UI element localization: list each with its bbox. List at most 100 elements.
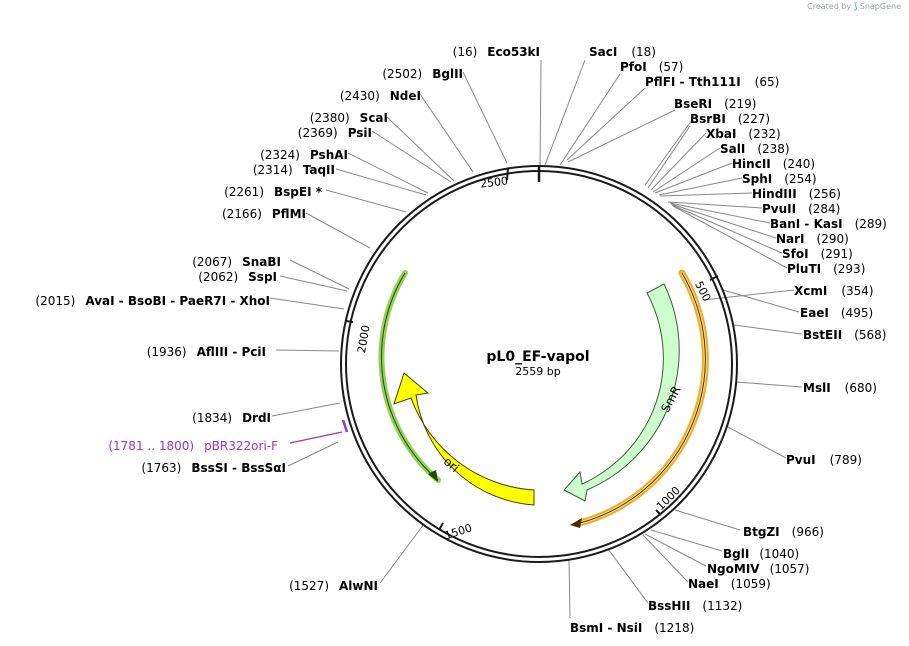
site-name: HindIII bbox=[752, 187, 797, 201]
site-labels: (16)Eco53kI SacI(18) PfoI(57) PflFI - Tt… bbox=[35, 45, 886, 635]
site-name: PvuI bbox=[786, 453, 816, 467]
ori-arrow bbox=[393, 372, 535, 506]
site-name: BtgZI bbox=[743, 525, 780, 539]
site-ndei: (2430)NdeI bbox=[340, 89, 421, 103]
credit-brand: SnapGene bbox=[859, 2, 901, 11]
site-name: PfoI bbox=[620, 60, 647, 74]
plasmid-length: 2559 bp bbox=[515, 365, 560, 378]
site-position: (1218) bbox=[654, 621, 694, 635]
site-position: (289) bbox=[855, 217, 887, 231]
site-name: XcmI bbox=[794, 284, 827, 298]
site-position: (495) bbox=[841, 306, 873, 320]
site-name: BstEII bbox=[803, 328, 842, 342]
site-name: EaeI bbox=[800, 306, 829, 320]
site-position: (1057) bbox=[770, 562, 810, 576]
site-name: BsrBI bbox=[690, 112, 726, 126]
site-name: PshAI bbox=[310, 148, 348, 162]
smr-outline-line bbox=[579, 272, 706, 524]
tick-mark-1000 bbox=[655, 509, 662, 516]
site-snabi: (2067)SnaBI bbox=[192, 255, 281, 269]
site-position: (568) bbox=[854, 328, 886, 342]
site-eaei: EaeI (495) bbox=[800, 306, 873, 320]
site-name: BspEI * bbox=[274, 185, 323, 199]
site-name: BanI - KasI bbox=[770, 217, 843, 231]
site-position: (1059) bbox=[731, 577, 771, 591]
site-name: NarI bbox=[776, 232, 805, 246]
primer-label-pbr322ori-f: (1781 .. 1800)pBR322ori-F bbox=[108, 439, 278, 453]
smr-outline-arrowhead bbox=[570, 518, 582, 528]
site-name: BssHII bbox=[648, 599, 690, 613]
site-position: (966) bbox=[792, 525, 824, 539]
site-position: (2324) bbox=[260, 148, 300, 162]
snapgene-credit: Created by ⟆ SnapGene bbox=[807, 2, 901, 12]
site-btgzi: BtgZI (966) bbox=[743, 525, 824, 539]
tick-mark-500 bbox=[709, 275, 719, 281]
site-position: (2062) bbox=[198, 270, 238, 284]
site-position: (240) bbox=[783, 157, 815, 171]
site-taqii: (2314) TaqII bbox=[253, 163, 335, 177]
site-bglii: (2502)BglII bbox=[382, 67, 463, 81]
smr-arrow bbox=[563, 283, 680, 502]
site-name: BglII bbox=[432, 67, 463, 81]
site-sfoi: SfoI(291) bbox=[782, 247, 853, 261]
site-pvuii: PvuII(284) bbox=[762, 202, 840, 216]
site-position: (1834) bbox=[192, 411, 232, 425]
site-position: (232) bbox=[748, 127, 780, 141]
site-saci: SacI(18) bbox=[589, 45, 656, 59]
site-position: (2380) bbox=[310, 111, 350, 125]
site-name: AflIII - PciI bbox=[197, 345, 266, 359]
site-position: (290) bbox=[817, 232, 849, 246]
ori-outline-arrowhead bbox=[428, 470, 438, 482]
site-position: (293) bbox=[833, 262, 865, 276]
site-psii: (2369)PsiI bbox=[298, 126, 372, 140]
snapgene-logo-icon: ⟆ bbox=[853, 2, 858, 12]
site-bsrbi: BsrBI (227) bbox=[690, 112, 770, 126]
site-name: XbaI bbox=[706, 127, 736, 141]
site-hindiii: HindIII(256) bbox=[752, 187, 841, 201]
site-position: (227) bbox=[738, 112, 770, 126]
site-position: (1040) bbox=[759, 547, 799, 561]
site-position: (1763) bbox=[141, 461, 181, 475]
leader-lines bbox=[269, 59, 803, 619]
site-pvui: PvuI(789) bbox=[786, 453, 862, 467]
site-name: SspI bbox=[248, 270, 277, 284]
site-position: (1781 .. 1800) bbox=[108, 439, 194, 453]
site-position: (2261) bbox=[224, 185, 264, 199]
tick-label-2500: 2500 bbox=[479, 174, 508, 190]
smr-outline-bar-inner bbox=[579, 272, 707, 525]
site-bsmi-nsii: BsmI - NsiI(1218) bbox=[570, 621, 694, 635]
site-avai-xhoi: (2015)AvaI - BsoBI - PaeR7I - XhoI bbox=[35, 294, 270, 308]
site-pluti: PluTI(293) bbox=[787, 262, 865, 276]
site-name: SalI bbox=[720, 142, 745, 156]
ori-outline-line bbox=[381, 272, 439, 481]
tick-mark-2500 bbox=[506, 167, 509, 181]
site-xbai: XbaI (232) bbox=[706, 127, 781, 141]
credit-prefix: Created by bbox=[807, 2, 852, 11]
primer-mark bbox=[341, 419, 349, 433]
site-position: (16) bbox=[453, 45, 478, 59]
site-name: BglI bbox=[723, 547, 749, 561]
site-bsshii: BssHII(1132) bbox=[648, 599, 742, 613]
site-name: HincII bbox=[732, 157, 771, 171]
site-position: (18) bbox=[631, 45, 656, 59]
center-label: pL0_EF-vapol 2559 bp bbox=[486, 349, 589, 378]
site-msli: MslI(680) bbox=[803, 381, 877, 395]
tick-label-2000: 2000 bbox=[355, 324, 373, 354]
site-name: TaqII bbox=[303, 163, 335, 177]
site-position: (2314) bbox=[253, 163, 293, 177]
site-bspei: (2261) BspEI * bbox=[224, 185, 323, 199]
site-name: SnaBI bbox=[242, 255, 281, 269]
site-name: BseRI bbox=[674, 97, 712, 111]
plasmid-name: pL0_EF-vapol bbox=[486, 349, 589, 365]
site-bgli: BglI (1040) bbox=[723, 547, 799, 561]
site-position: (2369) bbox=[298, 126, 338, 140]
site-name: Eco53kI bbox=[487, 45, 540, 59]
site-position: (65) bbox=[755, 75, 780, 89]
site-xcmi: XcmI(354) bbox=[794, 284, 874, 298]
site-name: AlwNI bbox=[339, 579, 378, 593]
site-position: (680) bbox=[845, 381, 877, 395]
site-hincii: HincII (240) bbox=[732, 157, 815, 171]
site-position: (238) bbox=[757, 142, 789, 156]
site-name: NdeI bbox=[390, 89, 421, 103]
